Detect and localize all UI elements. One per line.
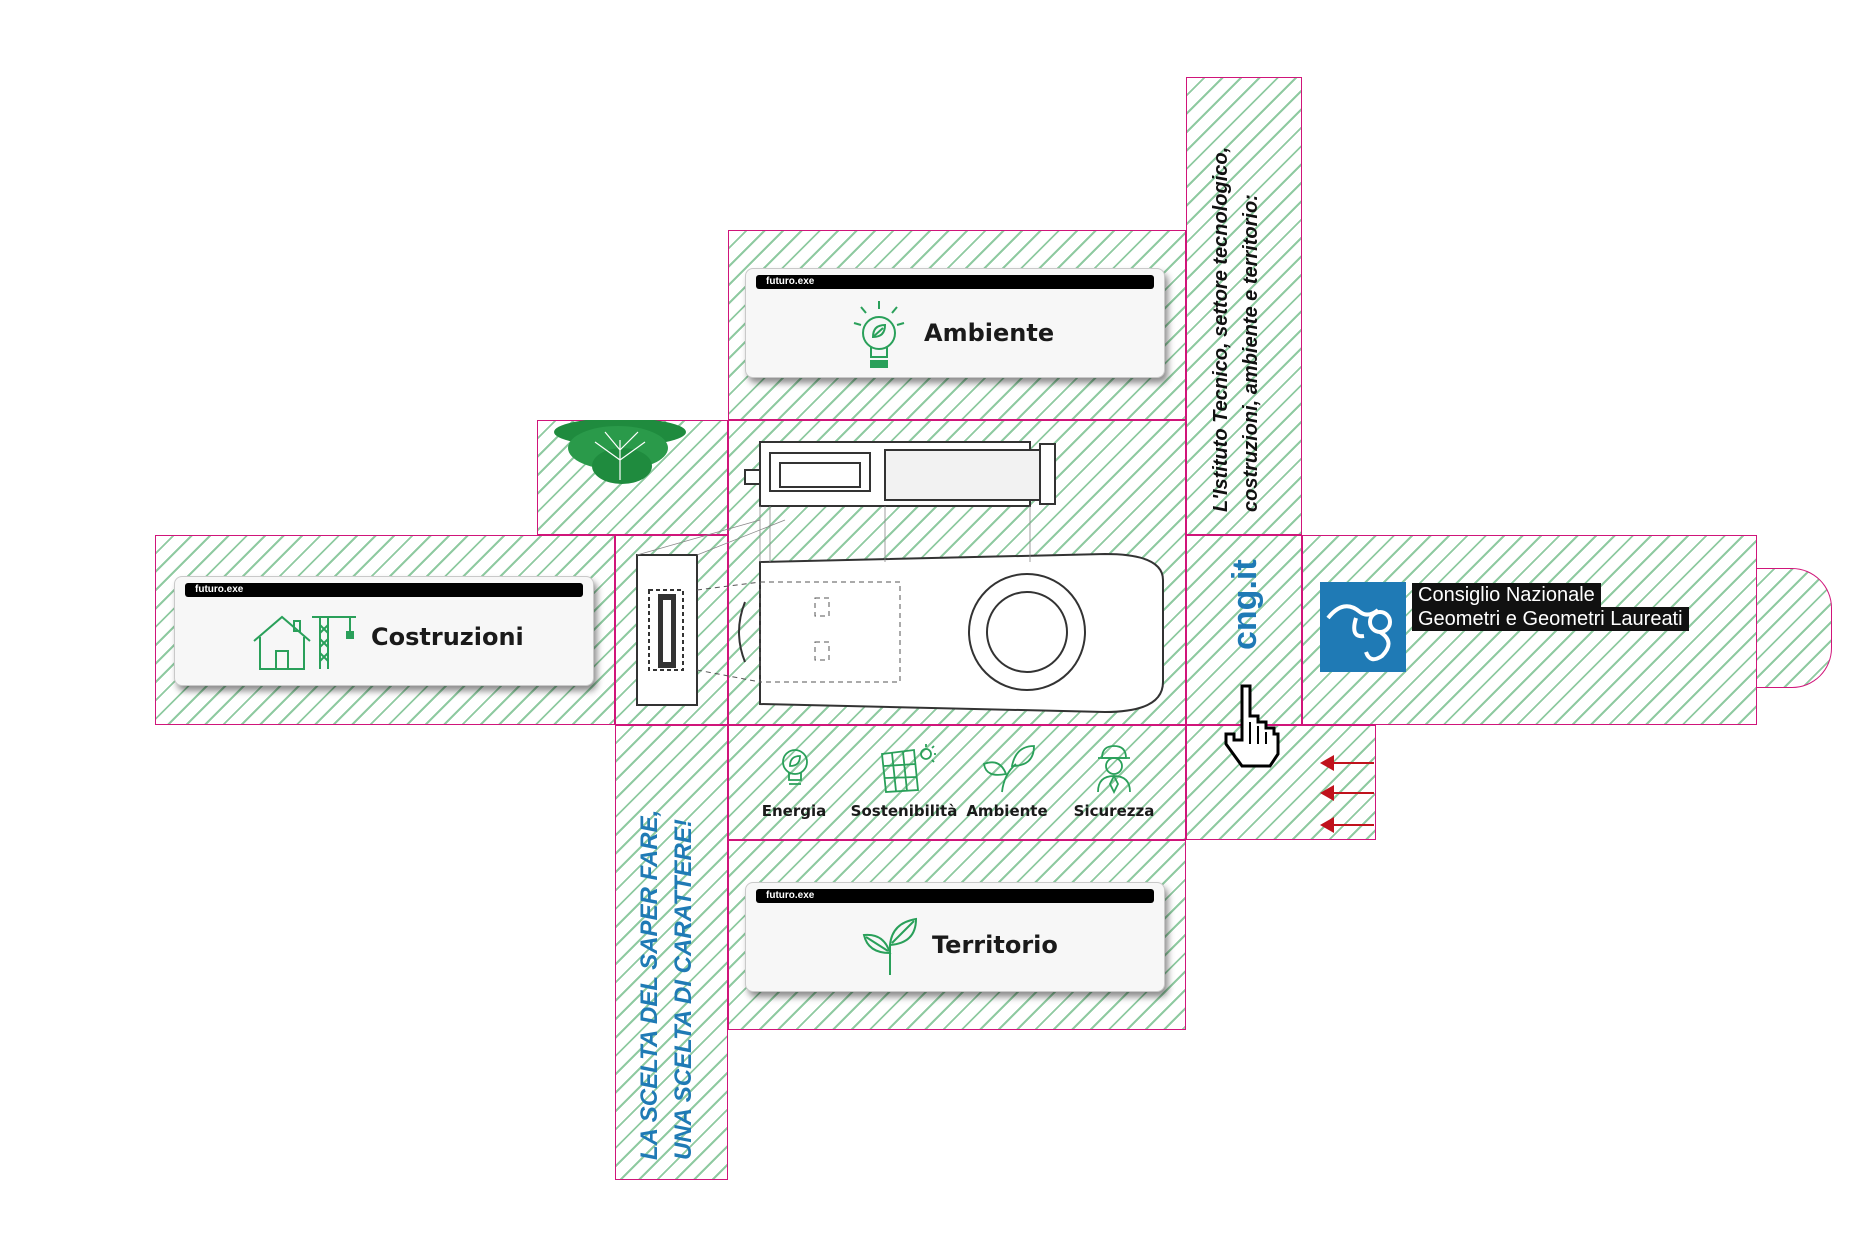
tree-illustration bbox=[554, 420, 686, 484]
card-costruzioni: futuro.exe Costruzioni bbox=[174, 576, 594, 686]
right-tall-flap-panel bbox=[1186, 77, 1302, 535]
tagline-right-line1: L'Istituto Tecnico, settore tecnologico, bbox=[1210, 146, 1232, 512]
worker-helmet-icon bbox=[1097, 745, 1131, 794]
leaves-icon bbox=[983, 745, 1035, 793]
card-territorio: futuro.exe Territorio bbox=[745, 882, 1165, 992]
usb-stick-diagram bbox=[636, 441, 1164, 714]
card-label: Territorio bbox=[932, 931, 1058, 959]
slogan-line2: UNA SCELTA DI CARATTERE! bbox=[670, 819, 697, 1160]
tuck-tab-panel bbox=[1757, 568, 1832, 688]
house-crane-icon bbox=[253, 615, 356, 670]
org-name-line1: Consiglio Nazionale bbox=[1412, 583, 1601, 607]
feature-label: Energia bbox=[761, 802, 827, 820]
sprout-icon bbox=[862, 917, 918, 975]
card-label: Ambiente bbox=[924, 319, 1055, 347]
tagline-right-line2: costruzioni, ambiente e territorio: bbox=[1240, 194, 1262, 512]
solar-panel-icon bbox=[881, 744, 936, 793]
features-panel bbox=[728, 725, 1186, 840]
website-link[interactable]: cng.it bbox=[1226, 559, 1264, 650]
card-tagbar: futuro.exe bbox=[756, 275, 1154, 289]
card-ambiente: futuro.exe Ambiente bbox=[745, 268, 1165, 378]
pointer-hand-icon bbox=[1224, 684, 1280, 768]
left-tall-flap-panel bbox=[615, 725, 728, 1180]
card-tag: futuro.exe bbox=[766, 276, 815, 287]
card-tag: futuro.exe bbox=[766, 890, 815, 901]
lightbulb-leaf-icon bbox=[853, 301, 905, 368]
lightbulb-leaf-icon bbox=[782, 749, 808, 785]
card-tag: futuro.exe bbox=[195, 584, 244, 595]
cng-logo-icon bbox=[1320, 582, 1406, 672]
feature-label: Sicurezza bbox=[1073, 802, 1155, 820]
marker-panel bbox=[1186, 725, 1376, 840]
org-name-line2: Geometri e Geometri Laureati bbox=[1412, 607, 1689, 631]
card-label: Costruzioni bbox=[371, 623, 524, 651]
fold-markers bbox=[1320, 755, 1374, 833]
feature-label: Sostenibilità bbox=[850, 802, 958, 820]
card-tagbar: futuro.exe bbox=[756, 889, 1154, 903]
feature-label: Ambiente bbox=[966, 802, 1048, 820]
slogan-line1: LA SCELTA DEL SAPER FARE, bbox=[636, 809, 663, 1160]
card-tagbar: futuro.exe bbox=[185, 583, 583, 597]
